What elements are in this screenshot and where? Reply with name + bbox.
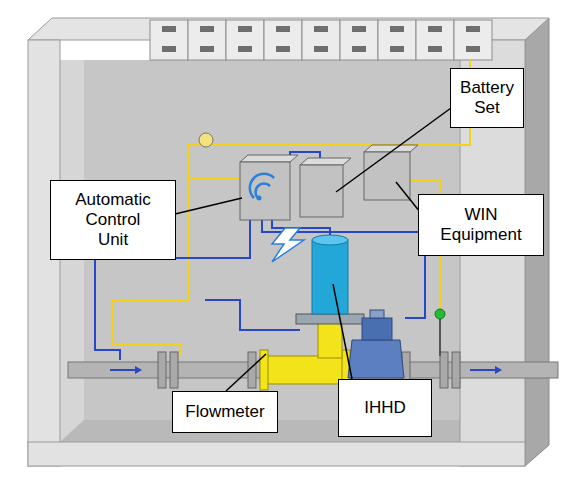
cover-slab [302, 20, 340, 60]
flow-arrow [470, 369, 495, 371]
callout-label: Automatic Control Unit [73, 190, 153, 250]
lightning-symbol [272, 228, 304, 262]
slab-slot [466, 26, 480, 32]
leader-line [396, 182, 420, 212]
control-unit-box [240, 162, 290, 220]
slab-slot [428, 26, 442, 32]
pipe-flange [170, 352, 178, 388]
ihhd-flange [296, 314, 364, 324]
signal-cable [188, 60, 470, 178]
cover-slab [416, 20, 454, 60]
valve-pilot [370, 310, 384, 318]
sensor-stem [439, 318, 441, 356]
cover-slab [188, 20, 226, 60]
pipe-flange [452, 352, 460, 388]
slab-slot [390, 46, 404, 52]
power-cable [262, 220, 425, 318]
device-top [240, 155, 298, 162]
slab-slot [200, 46, 214, 52]
cover-slabs [150, 20, 492, 60]
tee-section [260, 356, 350, 384]
cover-slab [226, 20, 264, 60]
callout-box: Flowmeter [172, 391, 278, 433]
cover-slab [454, 20, 492, 60]
callout-label: IHHD [364, 398, 406, 418]
slab-slot [314, 26, 328, 32]
cover-slab [264, 20, 302, 60]
cover-slab [150, 20, 188, 60]
slab-slot [466, 46, 480, 52]
flow-arrow [110, 369, 135, 371]
floor-face [28, 442, 525, 466]
wifi-symbol [256, 184, 270, 198]
slab-slot [352, 46, 366, 52]
slab-slot [162, 46, 176, 52]
callout-label: Battery Set [457, 78, 517, 118]
pipe-flange [158, 352, 166, 388]
slab-slot [352, 26, 366, 32]
leader-line [336, 108, 451, 192]
ihhd-cable [329, 228, 331, 235]
slab-slot [428, 46, 442, 52]
wifi-symbol [250, 174, 274, 198]
camera-symbol [199, 133, 213, 147]
win-equipment-box [364, 152, 410, 200]
pipe-flange [440, 352, 448, 388]
slab-slot [238, 26, 252, 32]
tee-branch [318, 320, 342, 358]
valve-body [348, 340, 404, 378]
ihhd-cylinder [312, 240, 348, 314]
ihhd-cylinder-top [312, 235, 348, 245]
flow-arrow [495, 366, 502, 374]
cover-slab [340, 20, 378, 60]
slab-slot [276, 46, 290, 52]
callout-box: Automatic Control Unit [50, 180, 176, 260]
wifi-symbol [257, 196, 262, 201]
callout-label: WIN Equipment [429, 205, 533, 245]
callout-box: Battery Set [450, 68, 524, 128]
callout-box: WIN Equipment [418, 194, 544, 256]
leader-line [226, 354, 266, 391]
leader-line [175, 198, 242, 214]
slab-slot [390, 26, 404, 32]
callout-label: Flowmeter [185, 402, 264, 422]
slab-slot [314, 46, 328, 52]
cover-slab [378, 20, 416, 60]
slab-slot [162, 26, 176, 32]
callout-box: IHHD [338, 379, 432, 437]
slab-slot [200, 26, 214, 32]
flow-arrow [135, 366, 142, 374]
leader-line [333, 284, 352, 379]
device-top [300, 158, 351, 165]
power-cable [205, 300, 300, 330]
pressure-sensor [435, 309, 445, 319]
slab-slot [238, 46, 252, 52]
slab-slot [276, 26, 290, 32]
valve-bonnet [362, 318, 392, 340]
